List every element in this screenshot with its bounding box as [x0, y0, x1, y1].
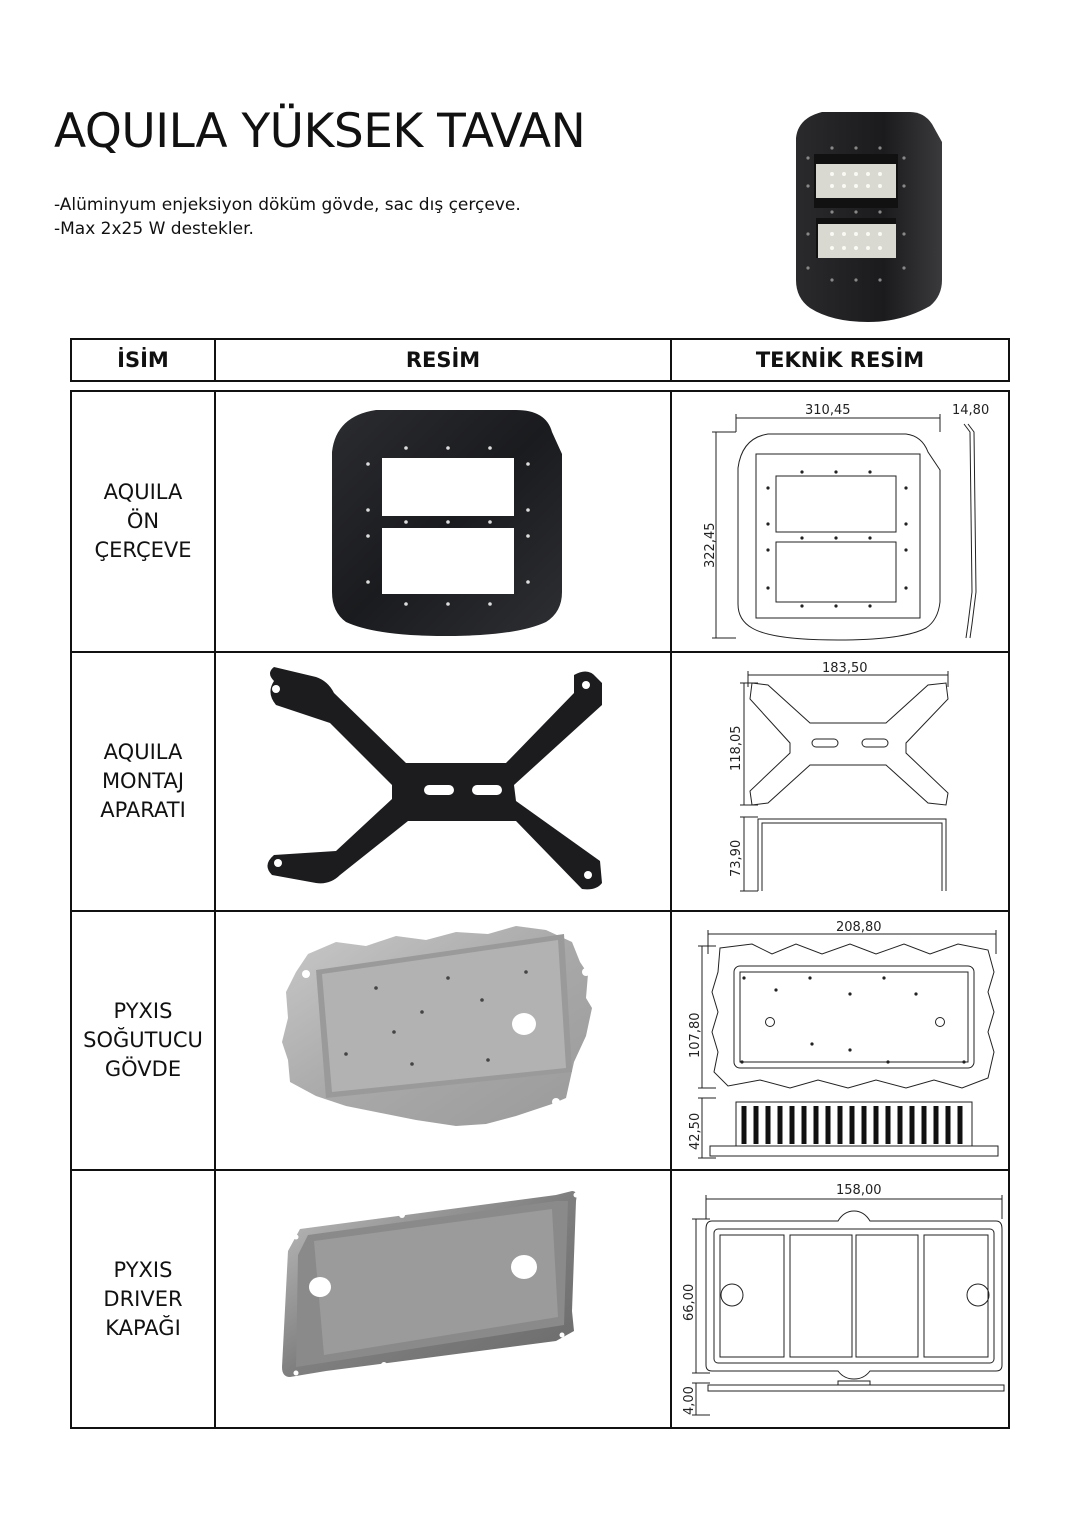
- table-row: AQUILA MONTAJ APARATI 183,50: [72, 651, 1008, 910]
- product-hero-image: [796, 112, 942, 322]
- table-header: İSİM RESİM TEKNİK RESİM: [70, 338, 1010, 382]
- mounting-bracket-image: [267, 667, 602, 890]
- heatsink-body-drawing: 208,80 107,80 42,50: [688, 920, 999, 1159]
- product-name-line: KAPAĞI: [105, 1316, 181, 1340]
- product-name-line: PYXIS: [113, 999, 173, 1023]
- product-name-line: APARATI: [100, 798, 186, 822]
- product-image-cell: [214, 912, 670, 1169]
- header-name: İSİM: [117, 348, 169, 372]
- dimension-height: 118,05: [729, 726, 744, 772]
- technical-drawing-cell: 183,50 118,05 73,90: [670, 653, 1008, 910]
- header-image: RESİM: [214, 340, 670, 380]
- dimension-width: 208,80: [836, 920, 882, 935]
- description-line-1: -Alüminyum enjeksiyon döküm gövde, sac d…: [54, 195, 521, 215]
- product-image-cell: [214, 653, 670, 910]
- description-line-2: -Max 2x25 W destekler.: [54, 219, 254, 239]
- dimension-width: 183,50: [822, 661, 868, 676]
- product-name-line: PYXIS: [113, 1258, 173, 1282]
- technical-drawing-cell: 310,45 14,80 322,45: [670, 392, 1008, 651]
- front-frame-image: [332, 410, 562, 636]
- product-name-cell: AQUILA ÖN ÇERÇEVE: [72, 392, 214, 651]
- product-name-line: AQUILA: [103, 740, 183, 764]
- driver-cover-image: [282, 1191, 579, 1377]
- driver-cover-drawing: 158,00 66,00 4,00: [682, 1183, 1005, 1416]
- product-image-cell: [214, 392, 670, 651]
- product-name-line: SOĞUTUCU: [83, 1028, 203, 1052]
- header-technical-drawing: TEKNİK RESİM: [670, 340, 1008, 380]
- technical-drawing-cell: 158,00 66,00 4,00: [670, 1171, 1008, 1428]
- product-name-line: MONTAJ: [101, 769, 185, 793]
- product-table: AQUILA ÖN ÇERÇEVE: [70, 390, 1010, 1429]
- table-row: AQUILA ÖN ÇERÇEVE: [72, 392, 1008, 651]
- dimension-width: 158,00: [836, 1183, 882, 1198]
- product-name-line: ÖN: [126, 509, 160, 533]
- product-description: -Alüminyum enjeksiyon döküm gövde, sac d…: [54, 193, 521, 241]
- technical-drawing-cell: 208,80 107,80 42,50: [670, 912, 1008, 1169]
- dimension-depth: 14,80: [952, 403, 989, 418]
- table-row: PYXIS SOĞUTUCU GÖVDE: [72, 910, 1008, 1169]
- product-name-line: ÇERÇEVE: [94, 538, 192, 562]
- dimension-width: 310,45: [805, 403, 851, 418]
- front-frame-drawing: 310,45 14,80 322,45: [703, 403, 989, 641]
- dimension-thickness: 4,00: [682, 1386, 697, 1415]
- dimension-height: 107,80: [688, 1013, 703, 1059]
- page-title: AQUILA YÜKSEK TAVAN: [54, 104, 586, 159]
- dimension-height: 66,00: [682, 1284, 697, 1321]
- product-name-line: DRIVER: [103, 1287, 183, 1311]
- product-image-cell: [214, 1171, 670, 1428]
- dimension-side-height: 73,90: [729, 840, 744, 877]
- product-name-cell: PYXIS SOĞUTUCU GÖVDE: [72, 912, 214, 1169]
- product-name-cell: AQUILA MONTAJ APARATI: [72, 653, 214, 910]
- product-name-line: AQUILA: [103, 480, 183, 504]
- table-row: PYXIS DRIVER KAPAĞI: [72, 1169, 1008, 1428]
- dimension-side-height: 42,50: [688, 1113, 703, 1150]
- mounting-bracket-drawing: 183,50 118,05 73,90: [729, 661, 949, 892]
- product-name-line: GÖVDE: [104, 1057, 182, 1081]
- product-name-cell: PYXIS DRIVER KAPAĞI: [72, 1171, 214, 1428]
- dimension-height: 322,45: [703, 523, 718, 569]
- heatsink-body-image: [282, 926, 592, 1126]
